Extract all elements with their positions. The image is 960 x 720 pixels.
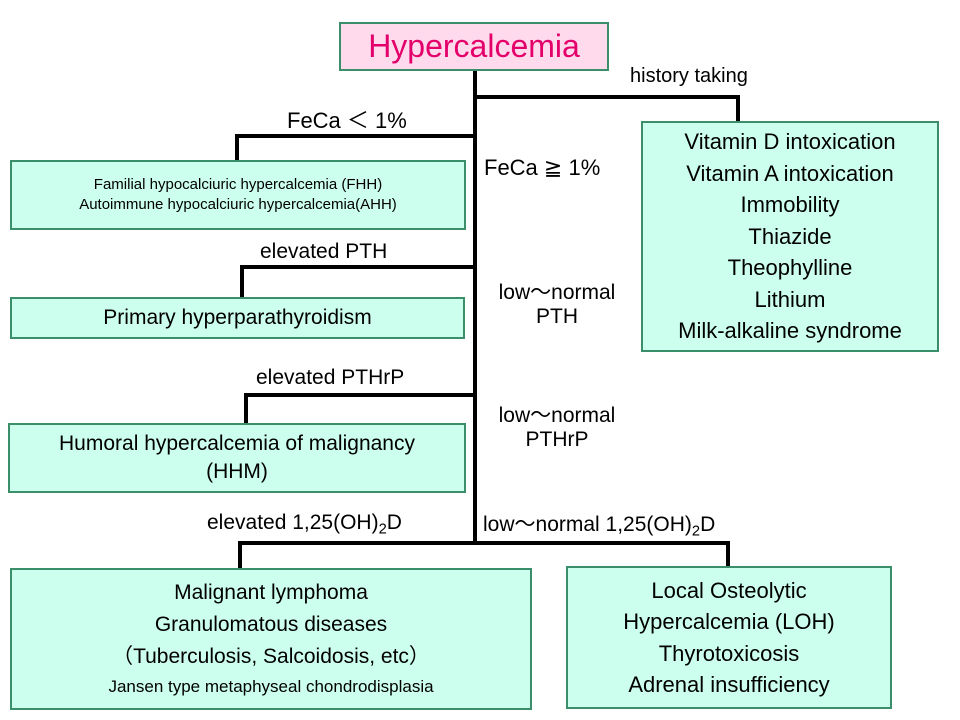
lymphoma-text: Malignant lymphoma — [174, 581, 368, 604]
low-normal-vitd-label: low～normal 1,25(OH)2D — [483, 513, 715, 540]
cause-lithium: Lithium — [754, 286, 826, 312]
hhm-line1: Humoral hypercalcemia of malignancy — [59, 432, 415, 455]
vitd-elevated-causes-box: Malignant lymphoma Granulomatous disease… — [10, 568, 532, 710]
vitd-low-normal-causes-box: Local Osteolytic Hypercalcemia (LOH) Thy… — [566, 566, 892, 709]
granulomatous-examples-text: （Tuberculosis, Salcoidosis, etc） — [112, 645, 430, 668]
page-title: Hypercalcemia — [368, 28, 580, 64]
elevated-vitd-branch-line — [238, 541, 475, 568]
cause-immobility: Immobility — [740, 192, 840, 218]
low-normal-pth-label: low～normal PTH — [480, 281, 634, 329]
hhm-box: Humoral hypercalcemia of malignancy (HHM… — [8, 423, 466, 493]
elevated-vitd-prefix: elevated 1,25(OH) — [207, 511, 379, 534]
loh-line2: Hypercalcemia (LOH) — [623, 609, 835, 634]
cause-theophylline: Theophylline — [727, 255, 853, 281]
low-normal-vitd-branch-line — [475, 541, 730, 566]
low-normal-pth-line2: PTH — [536, 305, 578, 329]
ahh-line: Autoimmune hypocalciuric hypercalcemia(A… — [79, 196, 397, 213]
low-normal-vitd-suffix: D — [700, 513, 716, 536]
history-taking-label: history taking — [630, 65, 748, 87]
primary-hyperparathyroidism-box: Primary hyperparathyroidism — [10, 297, 465, 339]
hhm-line2: (HHM) — [206, 460, 268, 483]
low-normal-pthrp-line2: PTHrP — [525, 428, 589, 452]
fhh-line: Familial hypocalciuric hypercalcemia (FH… — [93, 176, 383, 193]
loh-line1: Local Osteolytic — [651, 577, 807, 603]
adrenal-insufficiency-text: Adrenal insufficiency — [628, 672, 830, 697]
low-normal-pth-line1: low～normal — [498, 281, 616, 304]
low-normal-vitd-prefix: low～normal 1,25(OH) — [483, 513, 692, 536]
cause-milk-alkali: Milk-alkaline syndrome — [678, 318, 902, 344]
title-box: Hypercalcemia — [339, 22, 609, 71]
thyrotoxicosis-text: Thyrotoxicosis — [658, 640, 800, 666]
history-causes-box: Vitamin D intoxication Vitamin A intoxic… — [641, 121, 939, 352]
feca-high-label: FeCa ≧ 1% — [484, 155, 601, 180]
low-normal-pthrp-label: low～normal PTHrP — [480, 404, 634, 452]
feca-low-label: FeCa ＜ 1% — [287, 108, 407, 133]
elevated-vitd-label: elevated 1,25(OH)2D — [207, 511, 402, 538]
cause-thiazide: Thiazide — [748, 223, 832, 249]
elevated-vitd-subscript: 2 — [378, 521, 387, 538]
cause-vitamin-d: Vitamin D intoxication — [684, 129, 896, 155]
low-normal-pthrp-line1: low～normal — [498, 404, 616, 427]
primary-hyperparathyroidism-text: Primary hyperparathyroidism — [103, 306, 372, 329]
history-branch-line — [475, 95, 740, 121]
granulomatous-text: Granulomatous diseases — [154, 613, 388, 636]
elevated-vitd-suffix: D — [386, 511, 402, 534]
fhh-box: Familial hypocalciuric hypercalcemia (FH… — [10, 160, 466, 230]
elevated-pthrp-branch-line — [244, 393, 475, 423]
cause-vitamin-a: Vitamin A intoxication — [686, 160, 894, 186]
feca-low-branch-line — [235, 134, 475, 160]
low-normal-vitd-subscript: 2 — [691, 523, 701, 540]
jansen-text: Jansen type metaphyseal chondrodisplasia — [108, 677, 434, 696]
elevated-pth-branch-line — [240, 265, 475, 297]
elevated-pthrp-label: elevated PTHrP — [256, 366, 405, 389]
elevated-pth-label: elevated PTH — [260, 240, 388, 263]
